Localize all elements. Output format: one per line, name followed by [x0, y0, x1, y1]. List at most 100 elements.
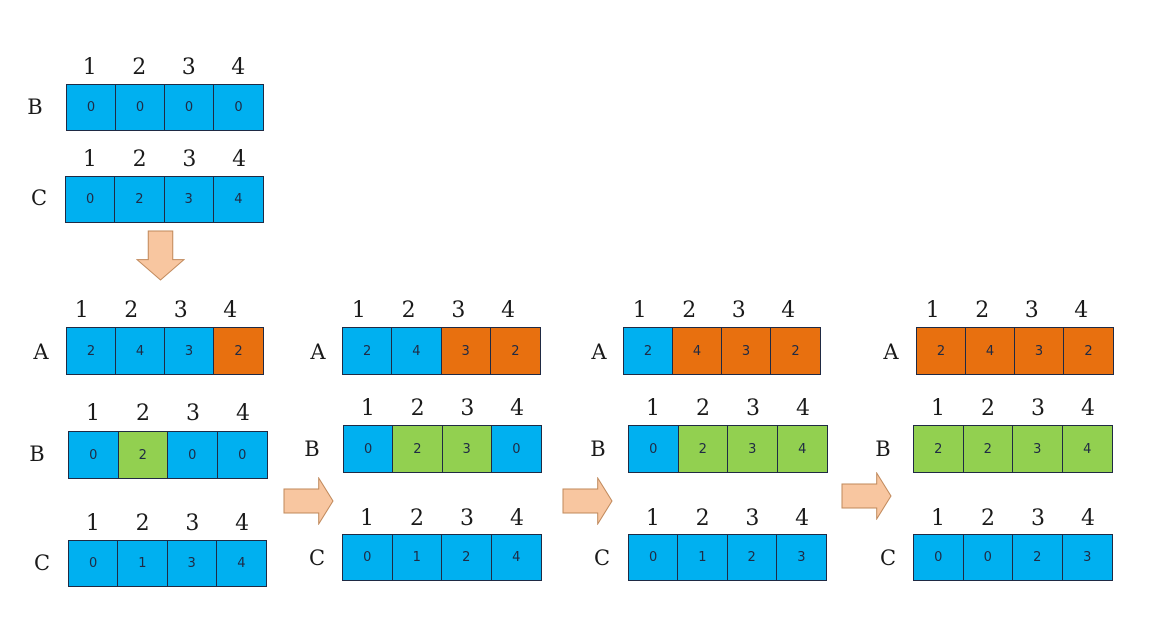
array-cell: 2 [343, 328, 393, 374]
index-label: 3 [185, 511, 200, 536]
array-cell: 3 [728, 426, 778, 472]
array-label: A [883, 340, 899, 364]
array-cell: 3 [167, 541, 217, 586]
array-cell: 0 [343, 535, 393, 580]
array-cell: 3 [441, 328, 491, 374]
index-label: 3 [746, 396, 760, 421]
array-cell: 2 [914, 426, 964, 472]
index-label: 1 [82, 55, 97, 80]
array-cell: 4 [213, 177, 263, 222]
array-cell: 2 [115, 177, 165, 222]
index-label: 2 [410, 506, 424, 531]
index-label: 2 [696, 396, 710, 421]
down-arrow-icon [136, 230, 185, 281]
array-cell: 3 [776, 535, 826, 580]
array-label: C [33, 551, 51, 575]
array-cell: 0 [963, 535, 1013, 580]
index-label: 4 [501, 298, 516, 323]
index-label: 2 [975, 298, 990, 323]
index-label: 2 [132, 55, 147, 80]
index-label: 4 [1081, 396, 1095, 421]
array-cell: 0 [214, 85, 263, 130]
index-label: 3 [460, 506, 474, 531]
index-label: 1 [632, 298, 647, 323]
index-label: 4 [1074, 298, 1089, 323]
index-label: 2 [135, 511, 150, 536]
index-label: 3 [745, 506, 760, 531]
index-label: 3 [186, 401, 200, 426]
index-label: 1 [646, 396, 660, 421]
index-label: 4 [232, 147, 247, 172]
array-cell: 3 [164, 177, 214, 222]
array-cell: 4 [1062, 426, 1112, 472]
array-cell: 0 [168, 432, 218, 478]
array-cell: 0 [914, 535, 964, 580]
array-label: B [29, 442, 45, 466]
array-cell: 4 [491, 535, 541, 580]
index-label: 1 [85, 511, 100, 536]
array-cell: 0 [491, 426, 541, 472]
array-label: A [591, 340, 607, 364]
index-label: 1 [931, 506, 945, 531]
array-cell: 4 [116, 328, 165, 374]
array-cell: 2 [490, 328, 540, 374]
index-label: 4 [223, 298, 238, 323]
index-label: 3 [1024, 298, 1039, 323]
array-cell: 3 [442, 426, 492, 472]
index-label: 2 [401, 298, 416, 323]
array-label: C [308, 546, 326, 570]
index-label: 2 [132, 147, 147, 172]
array-cell: 0 [217, 432, 267, 478]
array-cell: 2 [1064, 328, 1113, 374]
array-cell: 2 [118, 432, 168, 478]
index-label: 4 [781, 298, 796, 323]
array-cell: 0 [629, 535, 679, 580]
array-cell: 2 [917, 328, 966, 374]
index-label: 4 [795, 506, 810, 531]
index-label: 2 [410, 396, 425, 421]
array-cell: 2 [393, 426, 443, 472]
index-label: 1 [82, 147, 97, 172]
index-label: 2 [682, 298, 697, 323]
array-cell: 0 [629, 426, 679, 472]
index-label: 4 [1081, 506, 1095, 531]
array-cell: 2 [214, 328, 263, 374]
index-label: 2 [124, 298, 139, 323]
array-cell: 2 [678, 426, 728, 472]
array-cell: 2 [727, 535, 777, 580]
index-label: 2 [695, 506, 710, 531]
index-label: 1 [931, 396, 945, 421]
array-cell: 4 [673, 328, 722, 374]
index-label: 1 [351, 298, 366, 323]
array-label: C [30, 186, 48, 210]
array-cell: 4 [216, 541, 266, 586]
array-cell: 1 [392, 535, 442, 580]
array-cell: 1 [118, 541, 168, 586]
index-label: 2 [981, 396, 995, 421]
array-cell: 4 [392, 328, 442, 374]
right-arrow-icon [562, 477, 613, 525]
array-cell: 0 [66, 177, 116, 222]
index-label: 1 [74, 298, 89, 323]
array-cell: 0 [165, 85, 214, 130]
array-label: C [879, 546, 897, 570]
